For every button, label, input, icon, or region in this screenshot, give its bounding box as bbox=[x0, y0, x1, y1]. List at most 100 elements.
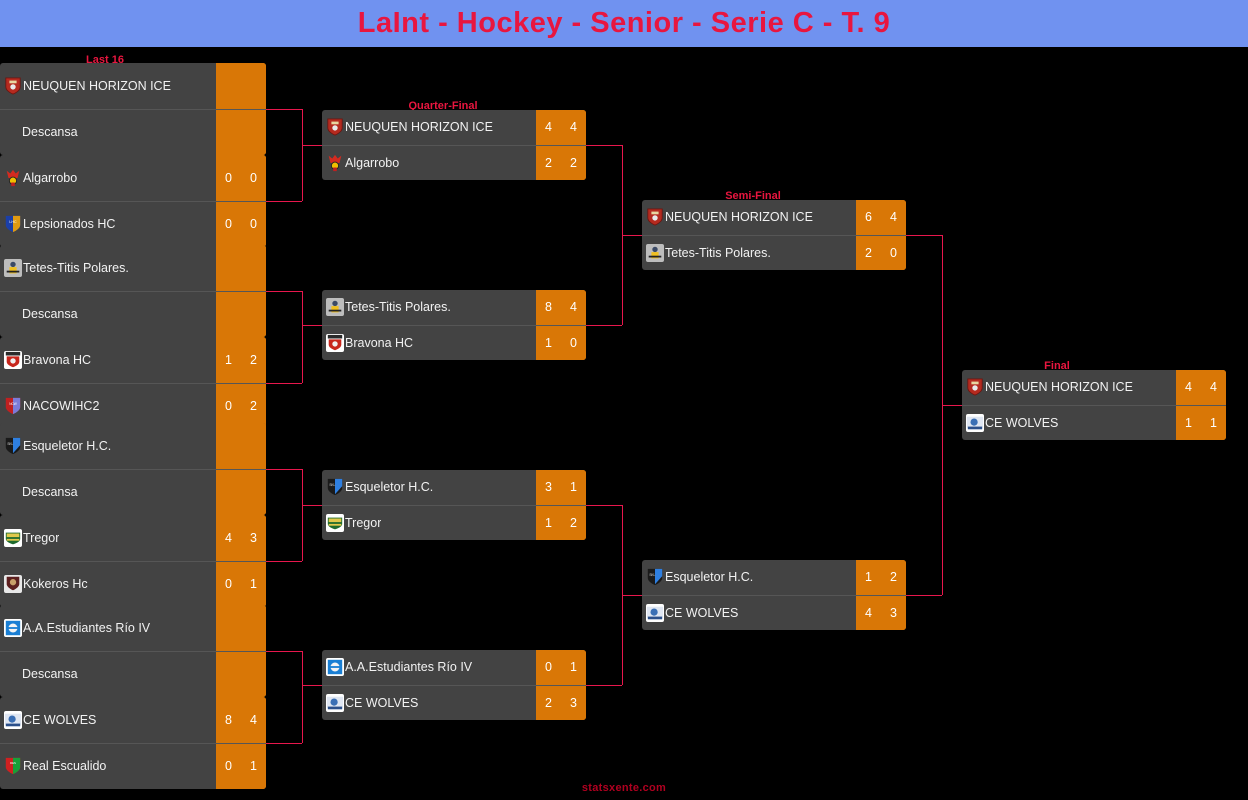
neuquen-horizon-ice-crest bbox=[4, 77, 22, 95]
team-info: NEUQUEN HORIZON ICE bbox=[0, 63, 216, 109]
team-row[interactable]: Tetes-Titis Polares. bbox=[0, 245, 266, 291]
team-row[interactable]: NEUQUEN HORIZON ICE bbox=[0, 63, 266, 109]
score-cells bbox=[216, 63, 266, 109]
team-name: Kokeros Hc bbox=[23, 577, 88, 592]
team-row[interactable]: Descansa bbox=[0, 468, 266, 515]
score-cells bbox=[216, 651, 266, 697]
aa-estudiantes-rio-iv-crest bbox=[4, 618, 22, 637]
bracket-connector bbox=[266, 109, 302, 110]
score-leg-2: 4 bbox=[561, 290, 586, 325]
score-leg-1 bbox=[216, 651, 241, 697]
score-leg-2: 2 bbox=[241, 337, 266, 383]
score-cells bbox=[216, 423, 266, 469]
score-leg-2: 3 bbox=[241, 515, 266, 561]
esqueletor-hc-crest: SKL bbox=[646, 568, 664, 586]
team-info: Tetes-Titis Polares. bbox=[642, 236, 856, 271]
team-info: A.A.Estudiantes Río IV bbox=[322, 650, 536, 685]
team-row[interactable]: Descansa bbox=[0, 108, 266, 155]
score-leg-2: 2 bbox=[561, 505, 586, 540]
team-row[interactable]: Descansa bbox=[0, 650, 266, 697]
team-info: NEUQUEN HORIZON ICE bbox=[322, 110, 536, 145]
score-leg-2: 2 bbox=[561, 145, 586, 180]
kokeros-hc-crest bbox=[4, 575, 22, 594]
team-row[interactable]: Descansa bbox=[0, 290, 266, 337]
score-leg-1: 8 bbox=[536, 290, 561, 325]
score-leg-2: 2 bbox=[881, 560, 906, 595]
ce-wolves-crest bbox=[646, 603, 664, 622]
score-leg-1: 3 bbox=[536, 470, 561, 505]
score-leg-1 bbox=[216, 63, 241, 109]
team-name: Tetes-Titis Polares. bbox=[345, 300, 451, 315]
team-name: Bravona HC bbox=[23, 352, 92, 367]
team-info: CE WOLVES bbox=[962, 406, 1176, 441]
real-escualido-crest: RES bbox=[4, 757, 22, 775]
team-row[interactable]: A.A.Estudiantes Río IV bbox=[0, 605, 266, 651]
bracket-connector bbox=[266, 469, 302, 470]
team-info: Bravona HC bbox=[0, 337, 216, 383]
bracket-connector bbox=[302, 109, 303, 201]
score-leg-2 bbox=[241, 651, 266, 697]
neuquen-horizon-ice-crest bbox=[646, 208, 664, 226]
score-cells bbox=[216, 291, 266, 337]
team-name: Tetes-Titis Polares. bbox=[665, 245, 771, 260]
score-leg-2: 4 bbox=[881, 200, 906, 235]
match-card[interactable]: NEUQUEN HORIZON ICE Descansa bbox=[0, 63, 266, 155]
team-name: Esqueletor H.C. bbox=[665, 570, 754, 585]
score-leg-1 bbox=[216, 245, 241, 291]
team-info: Algarrobo bbox=[0, 155, 216, 201]
score-leg-1: 4 bbox=[536, 110, 561, 145]
team-info: CE WOLVES bbox=[642, 596, 856, 631]
team-name: NEUQUEN HORIZON ICE bbox=[23, 78, 171, 93]
team-info: Tregor bbox=[0, 515, 216, 561]
team-info: Tregor bbox=[322, 506, 536, 541]
match-card[interactable]: Tetes-Titis Polares.Descansa bbox=[0, 245, 266, 337]
score-leg-2: 4 bbox=[241, 697, 266, 743]
